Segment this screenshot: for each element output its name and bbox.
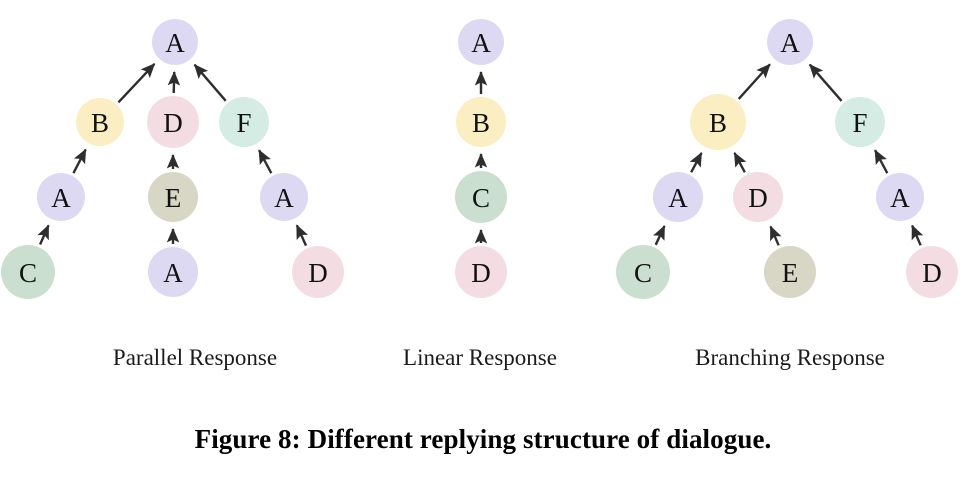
node-label-b-d2: D bbox=[922, 258, 942, 288]
node-p-d2[interactable]: D bbox=[292, 246, 344, 298]
edge-arrow-b-d-to-b-b bbox=[733, 152, 747, 173]
node-circle-b-f bbox=[835, 97, 885, 147]
node-p-f[interactable]: F bbox=[219, 97, 269, 147]
tree-caption-branching: Branching Response bbox=[695, 345, 885, 370]
node-circle-p-f bbox=[219, 97, 269, 147]
node-label-p-b: B bbox=[91, 108, 109, 138]
node-p-c[interactable]: C bbox=[1, 245, 55, 299]
edge-arrow-p-a3-to-p-f bbox=[258, 149, 273, 174]
edges-layer bbox=[37, 63, 924, 247]
node-label-b-f: F bbox=[852, 108, 867, 138]
nodes-layer: A B D F A E A C A D A B C D A B F A D A C E D bbox=[1, 19, 958, 299]
edge-arrow-p-a2-to-p-b bbox=[72, 148, 87, 174]
node-label-p-a2: A bbox=[51, 183, 71, 213]
node-b-c[interactable]: C bbox=[616, 245, 670, 299]
node-circle-b-b bbox=[690, 94, 746, 150]
node-circle-p-c bbox=[1, 245, 55, 299]
node-p-a2[interactable]: A bbox=[37, 173, 85, 221]
node-circle-l-b bbox=[456, 97, 506, 147]
node-circle-l-a bbox=[458, 19, 504, 65]
node-b-e[interactable]: E bbox=[764, 246, 816, 298]
node-label-b-e: E bbox=[782, 258, 799, 288]
node-label-b-a2: A bbox=[668, 183, 688, 213]
edge-arrow-b-f-to-b-root-a bbox=[808, 63, 843, 102]
node-label-p-root-a: A bbox=[165, 28, 185, 58]
node-label-b-a3: A bbox=[890, 183, 910, 213]
node-label-l-d: D bbox=[471, 258, 491, 288]
node-circle-b-root-a bbox=[767, 19, 813, 65]
node-label-p-a3: A bbox=[274, 183, 294, 213]
edge-arrow-p-b-to-p-root-a bbox=[117, 63, 156, 104]
node-label-p-d2: D bbox=[308, 258, 328, 288]
tree-caption-linear: Linear Response bbox=[403, 345, 557, 370]
node-b-root-a[interactable]: A bbox=[767, 19, 813, 65]
node-p-root-a[interactable]: A bbox=[152, 19, 198, 65]
edge-arrow-b-a3-to-b-f bbox=[874, 149, 889, 174]
node-p-d[interactable]: D bbox=[147, 96, 199, 148]
edge-arrow-b-b-to-b-root-a bbox=[737, 63, 771, 100]
node-l-d[interactable]: D bbox=[455, 246, 507, 298]
node-label-p-c: C bbox=[19, 258, 37, 288]
edge-arrow-p-f-to-p-root-a bbox=[193, 63, 227, 102]
node-circle-p-d2 bbox=[292, 246, 344, 298]
node-label-l-b: B bbox=[472, 108, 490, 138]
node-label-b-root-a: A bbox=[780, 28, 800, 58]
node-p-a4[interactable]: A bbox=[148, 247, 198, 297]
tree-caption-parallel: Parallel Response bbox=[112, 345, 278, 370]
node-label-l-c: C bbox=[472, 183, 490, 213]
edge-arrow-p-d2-to-p-a3 bbox=[295, 224, 309, 247]
node-l-a[interactable]: A bbox=[458, 19, 504, 65]
node-label-b-b: B bbox=[709, 108, 727, 138]
node-circle-l-d bbox=[455, 246, 507, 298]
node-p-a3[interactable]: A bbox=[260, 173, 308, 221]
node-circle-p-e bbox=[148, 172, 198, 222]
node-l-c[interactable]: C bbox=[455, 171, 507, 223]
node-circle-p-b bbox=[76, 98, 124, 146]
edge-arrow-b-c-to-b-a2 bbox=[653, 225, 666, 246]
node-circle-b-d bbox=[733, 172, 783, 222]
edge-arrow-b-e-to-b-d bbox=[769, 225, 782, 246]
node-label-l-a: A bbox=[471, 28, 491, 58]
node-circle-l-c bbox=[455, 171, 507, 223]
node-b-d[interactable]: D bbox=[733, 172, 783, 222]
node-b-a2[interactable]: A bbox=[653, 172, 703, 222]
node-circle-p-a3 bbox=[260, 173, 308, 221]
node-label-p-a4: A bbox=[163, 258, 183, 288]
node-circle-p-a2 bbox=[37, 173, 85, 221]
node-l-b[interactable]: B bbox=[456, 97, 506, 147]
node-circle-p-a4 bbox=[148, 247, 198, 297]
node-p-b[interactable]: B bbox=[76, 98, 124, 146]
node-p-e[interactable]: E bbox=[148, 172, 198, 222]
node-label-p-e: E bbox=[165, 183, 182, 213]
node-circle-b-c bbox=[616, 245, 670, 299]
node-b-d2[interactable]: D bbox=[906, 246, 958, 298]
node-circle-b-a2 bbox=[653, 172, 703, 222]
node-label-b-d: D bbox=[748, 183, 768, 213]
edge-arrow-b-d2-to-b-a3 bbox=[911, 224, 924, 246]
node-circle-b-e bbox=[764, 246, 816, 298]
node-b-a3[interactable]: A bbox=[876, 173, 924, 221]
node-label-p-f: F bbox=[236, 108, 251, 138]
node-label-p-d: D bbox=[163, 108, 183, 138]
node-label-b-c: C bbox=[634, 258, 652, 288]
node-circle-p-d bbox=[147, 96, 199, 148]
figure-caption: Figure 8: Different replying structure o… bbox=[194, 424, 772, 454]
edge-arrow-p-d-to-p-root-a bbox=[167, 71, 181, 94]
node-circle-p-root-a bbox=[152, 19, 198, 65]
node-b-f[interactable]: F bbox=[835, 97, 885, 147]
node-circle-b-d2 bbox=[906, 246, 958, 298]
edge-arrow-b-a2-to-b-b bbox=[689, 152, 703, 173]
dialogue-structure-diagram: A B D F A E A C A D A B C D A B F A D A C E D bbox=[1, 19, 958, 299]
edge-arrow-p-c-to-p-a2 bbox=[37, 224, 50, 246]
node-b-b[interactable]: B bbox=[690, 94, 746, 150]
node-circle-b-a3 bbox=[876, 173, 924, 221]
